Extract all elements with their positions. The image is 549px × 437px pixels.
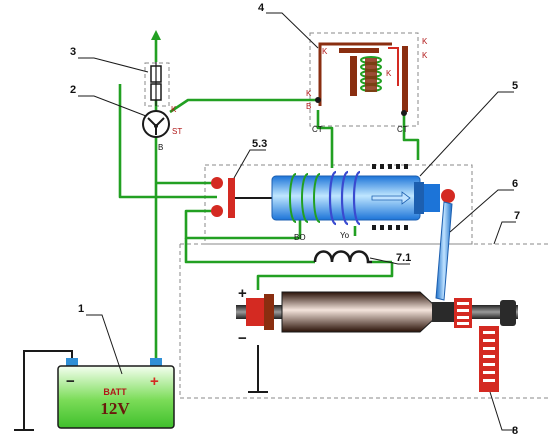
leader-6 <box>449 189 514 233</box>
drive-lever <box>435 201 453 301</box>
leader-8 <box>489 391 516 431</box>
callout-numbers: 1 2 3 4 5 5.3 6 7 7.1 8 <box>70 2 520 437</box>
starter-body-outline <box>179 243 549 399</box>
solenoid-arrow <box>371 191 411 205</box>
leader-5 <box>419 91 514 177</box>
motor-brush-plate <box>264 294 274 330</box>
wire-relay-to-solenoid-top <box>316 110 334 168</box>
switch-terminal-k: K <box>171 105 177 114</box>
ring-gear-teeth <box>483 331 495 382</box>
wire-switch-st-to-relay <box>169 98 318 114</box>
callout-53: 5.3 <box>252 138 267 150</box>
leader-71 <box>369 257 410 265</box>
motor-commutator <box>246 298 266 326</box>
callout-71: 7.1 <box>396 252 411 264</box>
solenoid-contact-top <box>211 177 223 189</box>
battery: − + BATT 12V <box>57 358 175 429</box>
callout-1: 1 <box>78 303 84 315</box>
leader-7 <box>493 221 516 245</box>
ignition-switch-pivot <box>154 124 158 128</box>
solenoid-hold-winding <box>289 173 321 223</box>
relay-label-k-top: K <box>322 47 328 56</box>
motor-armature <box>281 291 435 333</box>
solenoid-plunger-tip <box>414 182 424 214</box>
relay-coil-core <box>365 58 377 92</box>
relay-label-k-coil: K <box>386 69 392 78</box>
relay-label-b: B <box>306 102 311 111</box>
wire-field-to-motor <box>256 262 394 290</box>
motor-bearing <box>432 302 456 322</box>
callout-3: 3 <box>70 46 76 58</box>
callout-2: 2 <box>70 84 76 96</box>
solenoid: BO Yo <box>211 164 455 242</box>
starter-motor: + − <box>236 285 518 347</box>
switch-terminal-b: B <box>158 143 163 152</box>
relay-frame <box>318 42 392 106</box>
relay-label-k-right-top: K <box>422 37 428 46</box>
callout-6: 6 <box>512 178 518 190</box>
battery-post-plus <box>150 358 162 367</box>
wire-branch-to-solenoid <box>118 84 217 199</box>
ring-gear-body <box>479 326 499 392</box>
ignition-arrow <box>151 30 161 40</box>
drive-lever-arm <box>435 201 453 301</box>
winding-label-bo: BO <box>294 233 306 242</box>
pinion-teeth <box>457 302 469 325</box>
battery-post-minus <box>66 358 78 367</box>
field-coil <box>313 250 372 264</box>
battery-label: BATT <box>103 387 127 397</box>
callout-4: 4 <box>258 2 265 14</box>
relay-armature <box>339 48 379 53</box>
relay-label-ct-left: CT <box>312 125 323 134</box>
callout-5: 5 <box>512 80 518 92</box>
motor-minus-sign: − <box>238 330 247 347</box>
solenoid-pull-winding <box>328 170 361 226</box>
ignition-switch: K ST B <box>142 105 182 152</box>
relay-label-ct-right: CT <box>397 125 408 134</box>
relay-terminal-left <box>315 97 321 103</box>
leader-53 <box>233 149 266 179</box>
leader-2 <box>78 95 147 117</box>
battery-plus-sign: + <box>150 373 159 390</box>
relay-housing-outline <box>309 32 419 127</box>
callout-8: 8 <box>512 425 518 437</box>
battery-minus-sign: − <box>66 373 75 390</box>
relay-core <box>350 56 357 96</box>
battery-ground-wire <box>23 350 73 430</box>
wire-relay-right-ct <box>402 115 420 160</box>
fuse <box>150 62 162 106</box>
solenoid-plunger <box>420 184 440 212</box>
pinion-clutch <box>454 298 472 328</box>
callout-leaders <box>78 12 516 431</box>
relay-terminal-right <box>401 110 407 116</box>
switch-terminal-st: ST <box>172 127 182 136</box>
solenoid-grip-teeth <box>372 164 408 230</box>
start-relay: K K K B CT CT K K <box>306 37 428 134</box>
relay-contact-bar <box>402 46 408 112</box>
battery-body <box>57 365 175 429</box>
leader-3 <box>78 57 149 73</box>
ring-gear <box>479 326 499 392</box>
ground-symbols <box>14 345 268 431</box>
winding-label-yo: Yo <box>340 231 350 240</box>
wire-field-coil-left <box>184 238 315 264</box>
solenoid-contact-bottom <box>211 205 223 217</box>
leader-4 <box>266 12 319 49</box>
motor-plus-sign: + <box>238 285 247 302</box>
relay-label-k-right-bottom: K <box>422 51 428 60</box>
relay-label-k-left: K <box>306 89 312 98</box>
leader-1 <box>86 314 123 375</box>
solenoid-contact-plate <box>228 178 235 218</box>
shaft-end-cap <box>500 300 516 326</box>
callout-7: 7 <box>514 210 520 222</box>
battery-voltage: 12V <box>100 399 130 418</box>
relay-contact-arm <box>388 47 399 86</box>
solenoid-pivot <box>441 189 455 203</box>
